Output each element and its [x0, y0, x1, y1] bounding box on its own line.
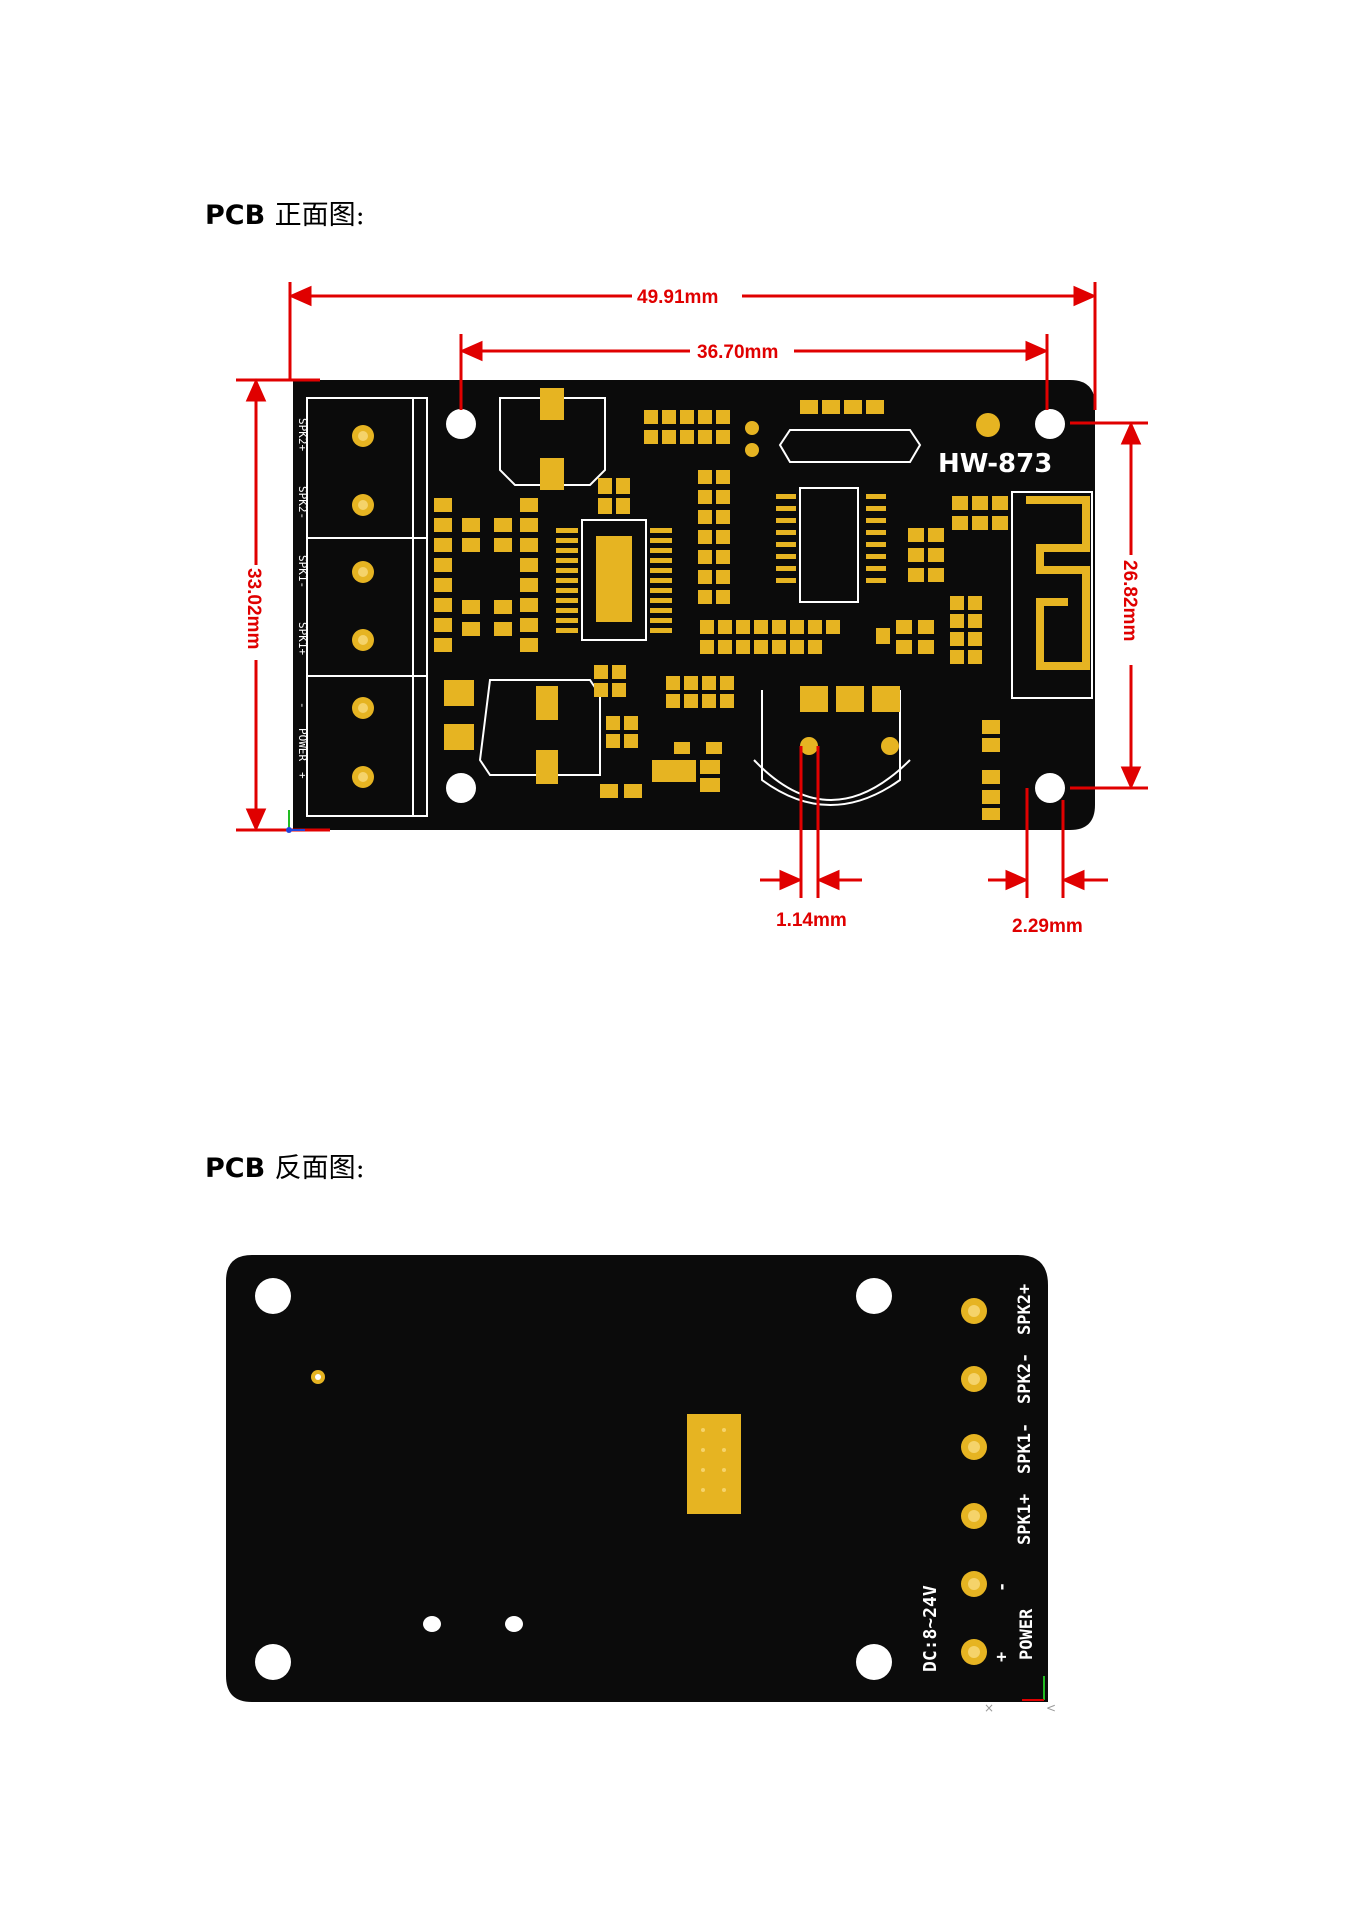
back-label-power: POWER [1017, 1608, 1037, 1660]
front-label-spk2-minus: SPK2- [296, 486, 309, 519]
front-label-spk2-plus: SPK2+ [296, 418, 309, 451]
front-heading-prefix: PCB [205, 200, 266, 231]
front-board [293, 380, 1095, 830]
front-terminal-labels: SPK2+ SPK2- SPK1- SPK1+ - POWER + [296, 418, 309, 779]
back-label-spk2-minus: SPK2- [1015, 1353, 1035, 1404]
back-label-minus: - [992, 1582, 1012, 1592]
dim-pad-hole: 1.14mm [776, 910, 847, 931]
axis-indicator-icon [286, 810, 305, 833]
dim-mount-offset: 2.29mm [1012, 916, 1083, 937]
front-label-plus: + [296, 772, 309, 779]
front-label-minus: - [296, 702, 309, 709]
front-heading-suffix: 正面图: [274, 200, 365, 231]
front-label-spk1-minus: SPK1- [296, 555, 309, 588]
dimension-lines [236, 282, 1148, 898]
pcb-back-figure: SPK2+ SPK2- SPK1- SPK1+ - POWER + DC:8~2… [226, 1255, 1056, 1715]
svg-text:×: × [984, 1701, 994, 1715]
back-label-spk2-plus: SPK2+ [1015, 1284, 1035, 1335]
board-model-label: HW-873 [938, 449, 1052, 479]
back-board [226, 1255, 1048, 1702]
terminal-pads [352, 425, 374, 788]
front-components [434, 388, 1008, 820]
back-thermal-pad [687, 1414, 741, 1514]
back-label-spk1-plus: SPK1+ [1015, 1494, 1035, 1545]
back-small-vias [311, 1370, 523, 1632]
back-terminal-labels: SPK2+ SPK2- SPK1- SPK1+ - POWER + DC:8~2… [920, 1284, 1037, 1672]
back-view-heading: PCB 反面图: [205, 1146, 365, 1185]
back-terminal-pads [961, 1298, 987, 1665]
back-label-plus: + [992, 1652, 1012, 1662]
front-view-heading: PCB 正面图: [205, 193, 365, 232]
pcb-front-figure: SPK2+ SPK2- SPK1- SPK1+ - POWER + HW-873 [236, 282, 1148, 937]
back-supply-label: DC:8~24V [920, 1585, 941, 1672]
dim-overall-width: 49.91mm [637, 287, 718, 308]
front-mounting-holes [446, 409, 1065, 803]
front-label-power: POWER [296, 728, 309, 761]
bluetooth-antenna [1011, 491, 1093, 699]
back-mounting-holes [255, 1278, 892, 1680]
back-label-spk1-minus: SPK1- [1015, 1423, 1035, 1474]
terminal-block-outline [306, 397, 428, 817]
back-axis-indicator-icon: × < [984, 1676, 1056, 1715]
dim-hole-spacing-y: 26.82mm [1119, 560, 1140, 641]
dim-hole-spacing-x: 36.70mm [697, 342, 778, 363]
svg-text:<: < [1046, 1701, 1056, 1715]
dim-overall-height: 33.02mm [243, 568, 264, 649]
back-heading-suffix: 反面图: [274, 1153, 365, 1184]
front-label-spk1-plus: SPK1+ [296, 622, 309, 655]
back-heading-prefix: PCB [205, 1153, 266, 1184]
